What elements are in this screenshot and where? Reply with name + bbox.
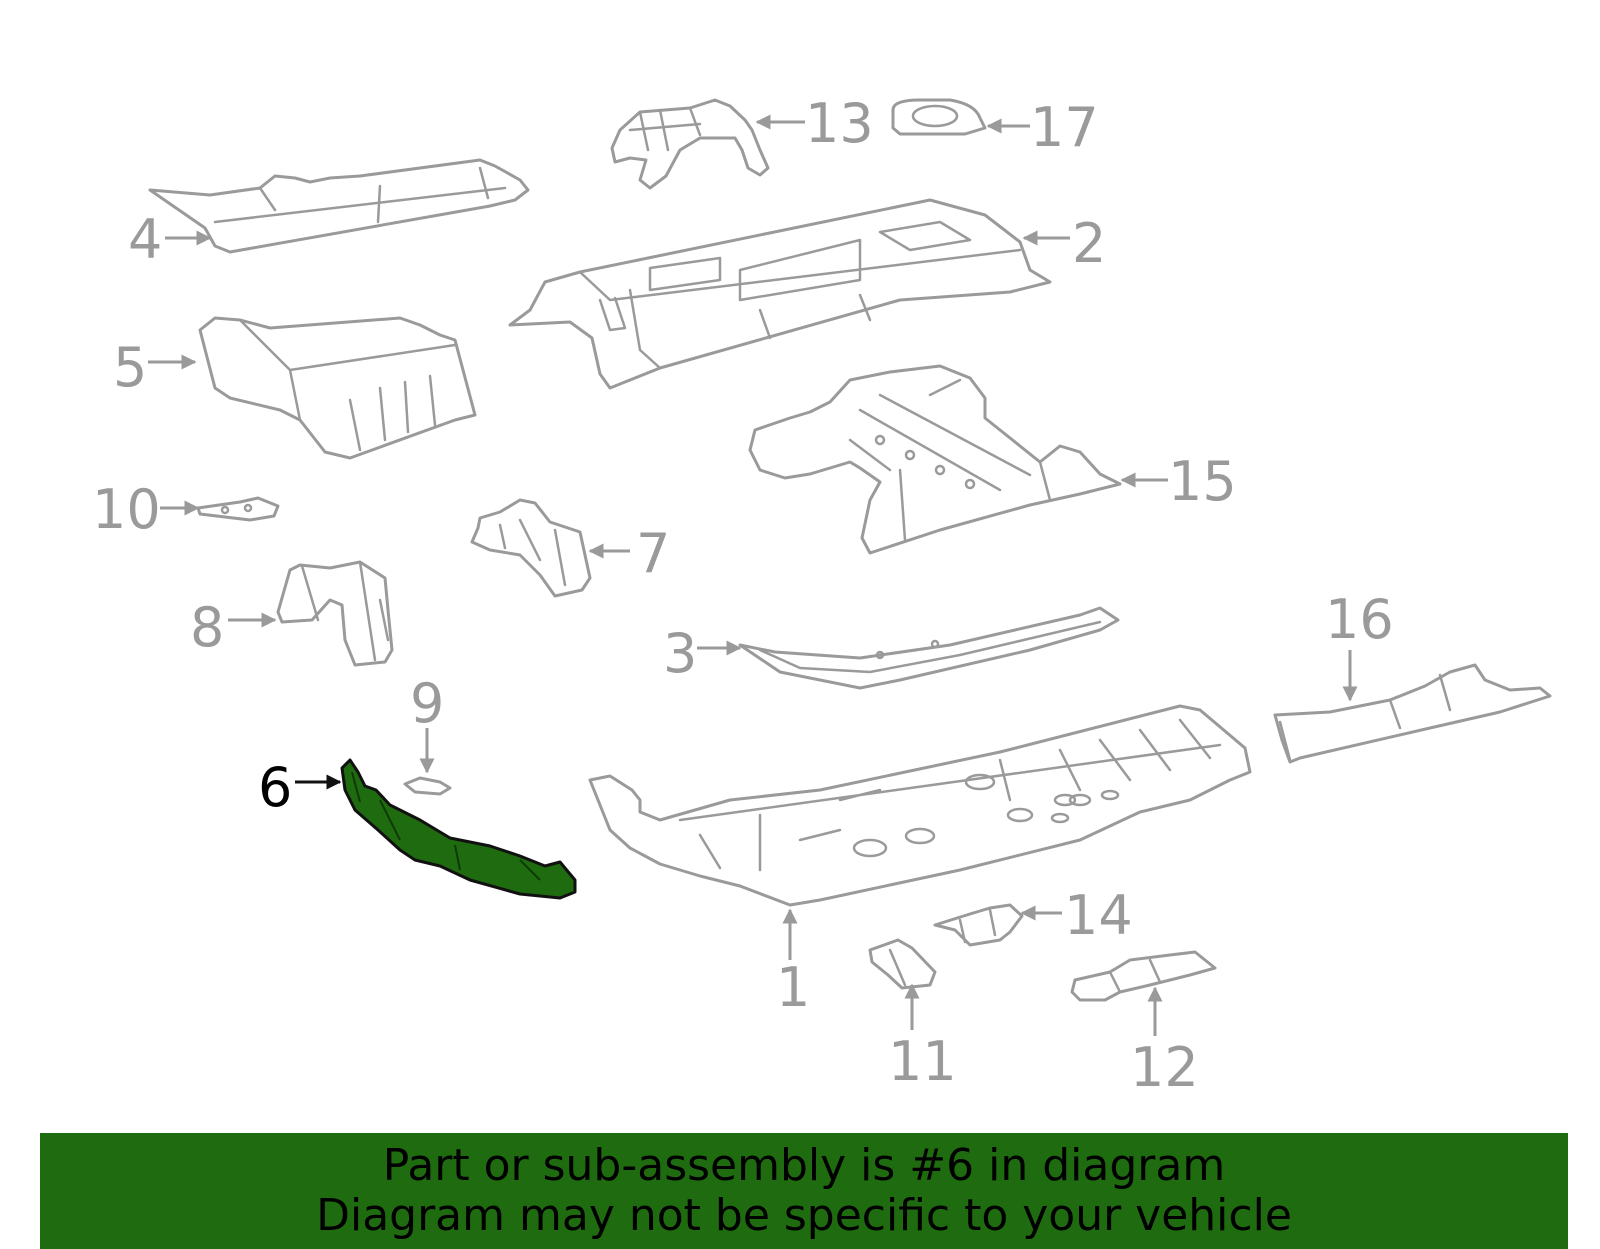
part-13 — [610, 98, 770, 190]
callout-14: 14 — [1064, 884, 1133, 947]
part-8 — [276, 560, 394, 667]
part-14 — [933, 903, 1024, 947]
callout-15: 15 — [1168, 450, 1237, 513]
part-4 — [148, 158, 530, 254]
part-3 — [738, 606, 1120, 690]
callout-9: 9 — [410, 672, 444, 735]
part-15 — [748, 364, 1122, 555]
callout-17: 17 — [1030, 96, 1099, 159]
banner-line-part: Part or sub-assembly is #6 in diagram — [382, 1140, 1226, 1191]
part-7 — [470, 498, 592, 598]
callout-3: 3 — [663, 622, 697, 685]
part-17 — [891, 98, 987, 136]
part-12 — [1070, 950, 1217, 1002]
part-16 — [1273, 663, 1552, 764]
banner-line-disclaimer: Diagram may not be specific to your vehi… — [316, 1190, 1292, 1241]
info-banner: Part or sub-assembly is #6 in diagram Di… — [40, 1133, 1568, 1249]
part-2 — [508, 198, 1052, 390]
part-1 — [588, 704, 1252, 907]
callout-4: 4 — [128, 208, 162, 271]
part-5 — [198, 316, 477, 460]
callout-13: 13 — [805, 92, 874, 155]
part-11 — [868, 938, 937, 990]
callout-1: 1 — [776, 956, 810, 1019]
callout-12: 12 — [1130, 1036, 1199, 1099]
callout-7: 7 — [636, 522, 670, 585]
callout-8: 8 — [190, 596, 224, 659]
callout-16: 16 — [1325, 588, 1394, 651]
callout-11: 11 — [888, 1030, 957, 1093]
callout-2: 2 — [1072, 212, 1106, 275]
callout-10: 10 — [92, 478, 161, 541]
callout-6: 6 — [258, 756, 292, 819]
part-9 — [403, 776, 452, 796]
part-10 — [196, 496, 280, 522]
callout-5: 5 — [113, 336, 147, 399]
part-6-highlighted — [340, 758, 577, 900]
